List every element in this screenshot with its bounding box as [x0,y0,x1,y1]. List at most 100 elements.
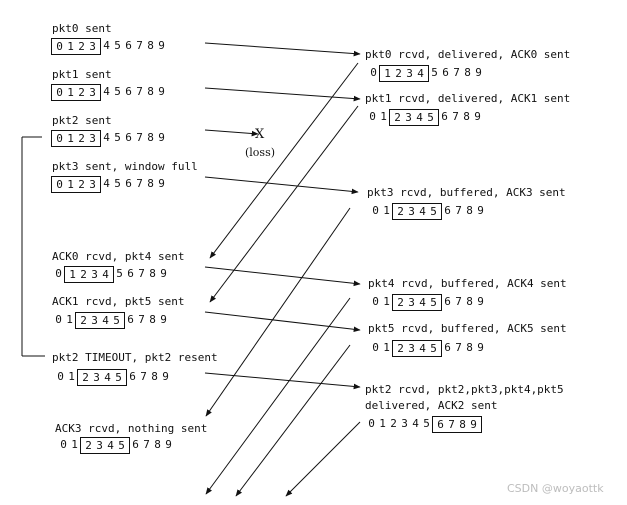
seq-number: 9 [158,39,165,52]
seq-number: 0 [57,370,64,383]
seq-number: 5 [430,342,437,355]
seq-number: 3 [91,314,98,327]
seq-number: 7 [455,204,462,217]
seq-number: 8 [466,341,473,354]
seq-number: 3 [93,371,100,384]
seq-number: 9 [158,85,165,98]
seq-number: 9 [475,66,482,79]
pkt4-arrow [204,266,361,287]
seq-number: 0 [56,132,63,145]
seq-number: 1 [67,40,74,53]
seq-number: 2 [395,67,402,80]
ack1-arrow [209,105,359,303]
seq-number: 7 [138,313,145,326]
seq-number: 3 [89,178,96,191]
seq-number: 4 [103,177,110,190]
seq-number: 3 [96,439,103,452]
seq-number: 8 [147,131,154,144]
seq-number: 4 [419,205,426,218]
seq-number: 4 [102,314,109,327]
seq-number: 4 [419,296,426,309]
seq-number: 6 [444,295,451,308]
loss-label: (loss) [245,146,276,159]
seq-number: 5 [114,39,121,52]
seq-number: 0 [372,295,379,308]
receiver-event-5-label-line2: delivered, ACK2 sent [365,399,498,412]
ack4-arrow [205,297,351,495]
pkt5-arrow [204,311,361,333]
sender-event-0-label: pkt0 sent [52,22,112,35]
seq-number: 5 [115,371,122,384]
seq-number: 7 [453,66,460,79]
seq-number: 8 [147,177,154,190]
seq-number: 3 [91,268,98,281]
receiver-event-2-label: pkt3 rcvd, buffered, ACK3 sent [367,186,566,199]
seq-number: 6 [125,177,132,190]
seq-number: 6 [129,370,136,383]
receiver-event-3-label: pkt4 rcvd, buffered, ACK4 sent [368,277,567,290]
seq-number: 3 [89,132,96,145]
pkt3-arrow [204,176,359,195]
seq-number: 6 [132,438,139,451]
seq-number: 8 [466,295,473,308]
seq-number: 7 [136,131,143,144]
seq-number: 0 [55,267,62,280]
seq-number: 4 [412,417,419,430]
seq-number: 8 [466,204,473,217]
seq-number: 3 [89,40,96,53]
seq-number: 3 [406,67,413,80]
seq-number: 6 [437,418,444,431]
sender-event-6-label: pkt2 TIMEOUT, pkt2 resent [52,351,218,364]
seq-number: 4 [416,111,423,124]
seq-number: 6 [441,110,448,123]
seq-number: 9 [162,370,169,383]
seq-number: 7 [136,39,143,52]
seq-number: 1 [379,417,386,430]
seq-number: 2 [78,132,85,145]
seq-number: 1 [383,204,390,217]
watermark: CSDN @woyaottk [507,482,604,495]
seq-number: 3 [405,111,412,124]
seq-number: 1 [67,86,74,99]
seq-number: 7 [143,438,150,451]
seq-number: 7 [455,341,462,354]
pkt1-arrow [204,87,361,102]
seq-number: 2 [397,342,404,355]
sender-event-5-label: ACK1 rcvd, pkt5 sent [52,295,185,308]
seq-number: 6 [125,39,132,52]
receiver-event-1-label: pkt1 rcvd, delivered, ACK1 sent [365,92,571,105]
sender-event-7-label: ACK3 rcvd, nothing sent [55,422,208,435]
seq-number: 5 [423,417,430,430]
seq-number: 5 [431,66,438,79]
seq-number: 5 [114,85,121,98]
seq-number: 4 [417,67,424,80]
seq-number: 0 [370,66,377,79]
seq-number: 2 [80,268,87,281]
seq-number: 0 [372,341,379,354]
seq-number: 7 [136,177,143,190]
seq-number: 7 [138,267,145,280]
seq-number: 7 [448,418,455,431]
seq-number: 5 [118,439,125,452]
seq-number: 0 [372,204,379,217]
receiver-event-5-label: pkt2 rcvd, pkt2,pkt3,pkt4,pkt5 [365,383,564,396]
seq-number: 4 [103,85,110,98]
seq-number: 2 [78,40,85,53]
seq-number: 6 [125,131,132,144]
seq-number: 8 [459,418,466,431]
seq-number: 1 [67,178,74,191]
seq-number: 8 [463,110,470,123]
